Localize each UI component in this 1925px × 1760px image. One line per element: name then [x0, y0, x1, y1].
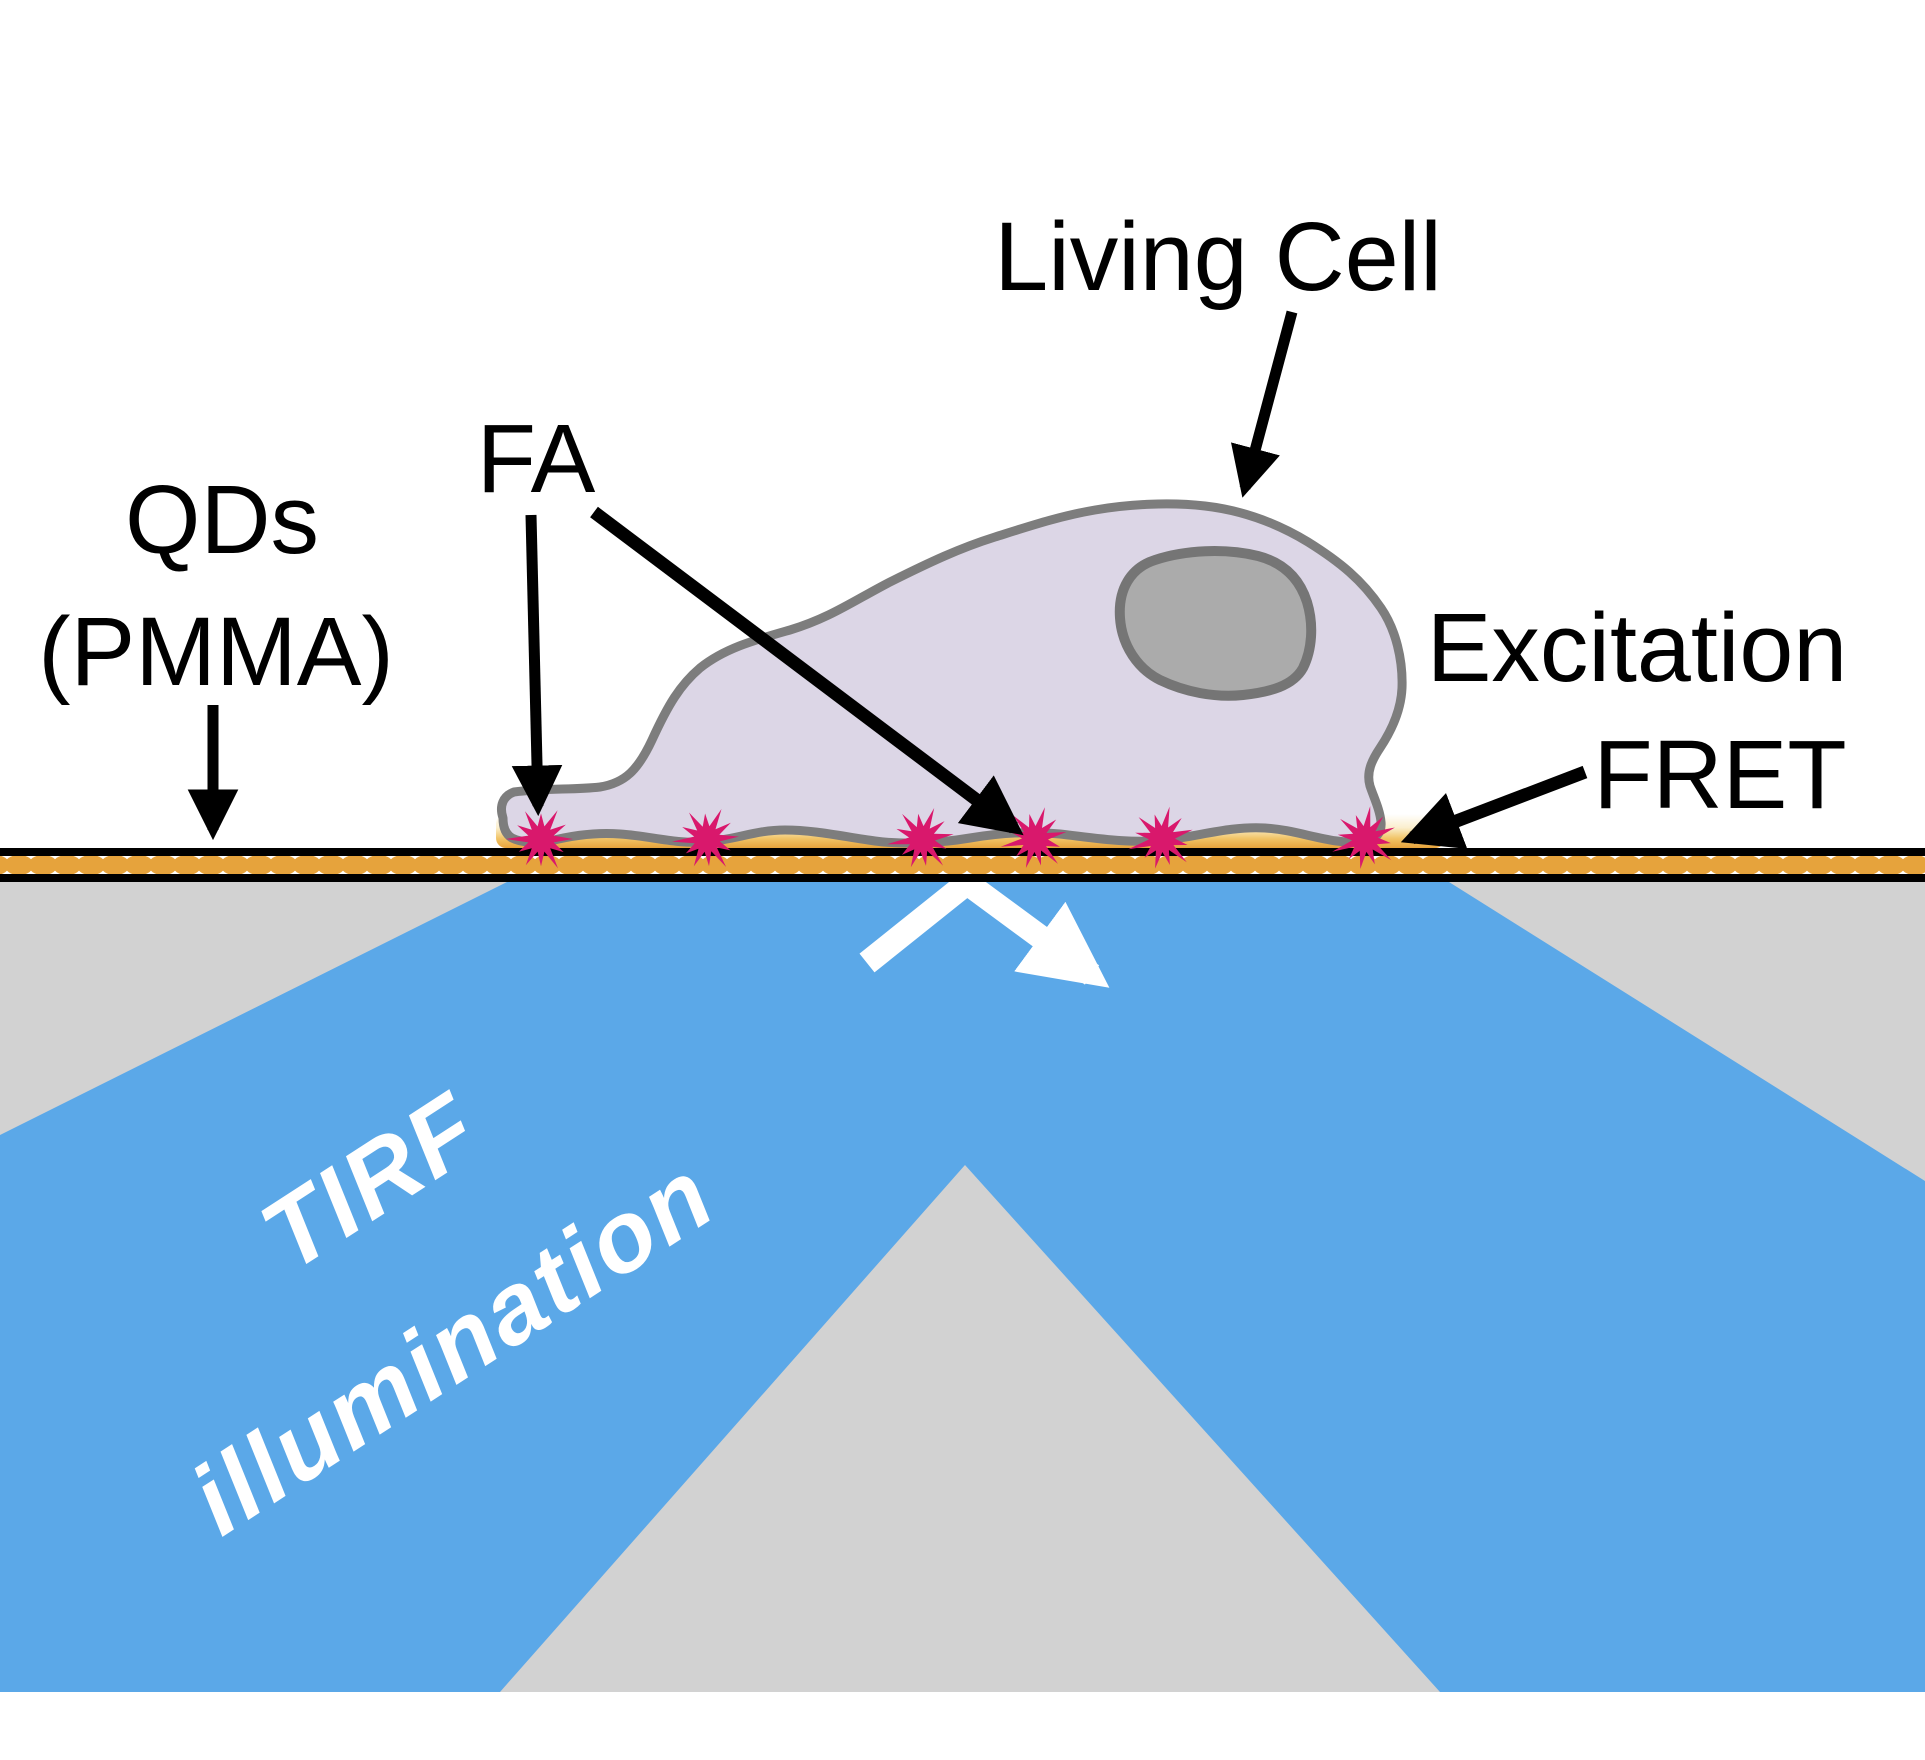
qd-dot-icon: [52, 854, 82, 876]
qd-dot-icon: [196, 854, 226, 876]
qd-dots-row: [0, 854, 1925, 876]
qd-dot-icon: [1204, 854, 1234, 876]
qd-dot-icon: [1300, 854, 1330, 876]
qd-dot-icon: [724, 854, 754, 876]
qd-dot-icon: [844, 854, 874, 876]
qd-dot-icon: [100, 854, 130, 876]
qds-label-line1: QDs: [125, 465, 319, 574]
qd-dot-icon: [1252, 854, 1282, 876]
qd-dot-icon: [1804, 854, 1834, 876]
qd-dot-icon: [1588, 854, 1618, 876]
qd-dot-icon: [340, 854, 370, 876]
qd-dot-icon: [1756, 854, 1786, 876]
fret-label: FRET: [1593, 720, 1846, 829]
qd-dot-icon: [988, 854, 1018, 876]
fa-starburst-icon: [671, 809, 739, 867]
qd-dot-icon: [1324, 854, 1354, 876]
qd-dot-icon: [1660, 854, 1690, 876]
qd-dot-icon: [4, 854, 34, 876]
qd-dot-icon: [1372, 854, 1402, 876]
qd-dot-icon: [1156, 854, 1186, 876]
qd-dot-icon: [1108, 854, 1138, 876]
qd-dot-icon: [964, 854, 994, 876]
fa-starburst-icon: [887, 808, 954, 868]
qd-dot-icon: [1060, 854, 1090, 876]
qd-dot-icon: [1852, 854, 1882, 876]
qd-dot-icon: [1444, 854, 1474, 876]
qd-dot-icon: [436, 854, 466, 876]
qd-dot-icon: [1684, 854, 1714, 876]
qd-dot-icon: [1828, 854, 1858, 876]
qd-dot-icon: [460, 854, 490, 876]
qd-dot-icon: [652, 854, 682, 876]
qd-dot-icon: [820, 854, 850, 876]
qd-dot-icon: [484, 854, 514, 876]
qd-dot-icon: [940, 854, 970, 876]
qd-dot-icon: [1780, 854, 1810, 876]
living-cell-arrow: [1231, 310, 1298, 498]
fa-starbursts: [505, 806, 1395, 869]
qd-dot-icon: [1420, 854, 1450, 876]
qd-dot-icon: [1540, 854, 1570, 876]
qd-dot-icon: [748, 854, 778, 876]
qd-dot-icon: [148, 854, 178, 876]
fa-starburst-icon: [1128, 806, 1193, 869]
qd-dot-icon: [244, 854, 274, 876]
qd-dot-icon: [172, 854, 202, 876]
qd-dot-icon: [1468, 854, 1498, 876]
fa-label: FA: [477, 404, 596, 513]
qd-strip-top-border: [0, 848, 1925, 856]
fa-starburst-icon: [1000, 807, 1067, 868]
reflection-arrow: [859, 867, 1110, 988]
qd-dot-icon: [412, 854, 442, 876]
qd-dot-icon: [1876, 854, 1906, 876]
qd-dot-icon: [220, 854, 250, 876]
qd-dot-icon: [124, 854, 154, 876]
qd-dot-icon: [772, 854, 802, 876]
fret-arrow: [1400, 765, 1588, 849]
qd-dot-icon: [1036, 854, 1066, 876]
qd-dot-icon: [796, 854, 826, 876]
qd-dot-icon: [1612, 854, 1642, 876]
fa-starburst-icon: [505, 810, 573, 869]
cell-nucleus: [1114, 546, 1317, 701]
qd-dot-icon: [1492, 854, 1522, 876]
qd-strip-bottom-border: [0, 874, 1925, 882]
qd-dot-icon: [76, 854, 106, 876]
qd-dot-icon: [1900, 854, 1925, 876]
qd-dot-icon: [1564, 854, 1594, 876]
qd-dot-icon: [868, 854, 898, 876]
qd-dot-icon: [388, 854, 418, 876]
qd-dot-icon: [604, 854, 634, 876]
qd-dot-icon: [1084, 854, 1114, 876]
excitation-label: Excitation: [1427, 593, 1848, 702]
living-cell-label: Living Cell: [994, 202, 1442, 311]
fa-starburst-icon: [1332, 806, 1395, 869]
qd-dot-icon: [268, 854, 298, 876]
qd-dot-icon: [580, 854, 610, 876]
qd-dot-icon: [556, 854, 586, 876]
qd-dot-icon: [28, 854, 58, 876]
qd-dot-icon: [1132, 854, 1162, 876]
fa-arrow-left: [511, 514, 563, 817]
qd-dot-icon: [1516, 854, 1546, 876]
tirf-beam: [0, 882, 1925, 1692]
qd-dot-icon: [1276, 854, 1306, 876]
qd-dot-icon: [1708, 854, 1738, 876]
qd-dot-icon: [1396, 854, 1426, 876]
qd-dot-icon: [1180, 854, 1210, 876]
qd-dot-icon: [1348, 854, 1378, 876]
qd-dot-icon: [292, 854, 322, 876]
qd-dot-icon: [316, 854, 346, 876]
qd-strip: [0, 848, 1925, 882]
qd-dot-icon: [1636, 854, 1666, 876]
qds-label-line2: (PMMA): [38, 597, 394, 706]
qd-dot-icon: [1228, 854, 1258, 876]
qd-dot-icon: [628, 854, 658, 876]
qd-dot-icon: [1732, 854, 1762, 876]
fa-arrow-right: [590, 506, 1024, 836]
qd-dot-icon: [364, 854, 394, 876]
